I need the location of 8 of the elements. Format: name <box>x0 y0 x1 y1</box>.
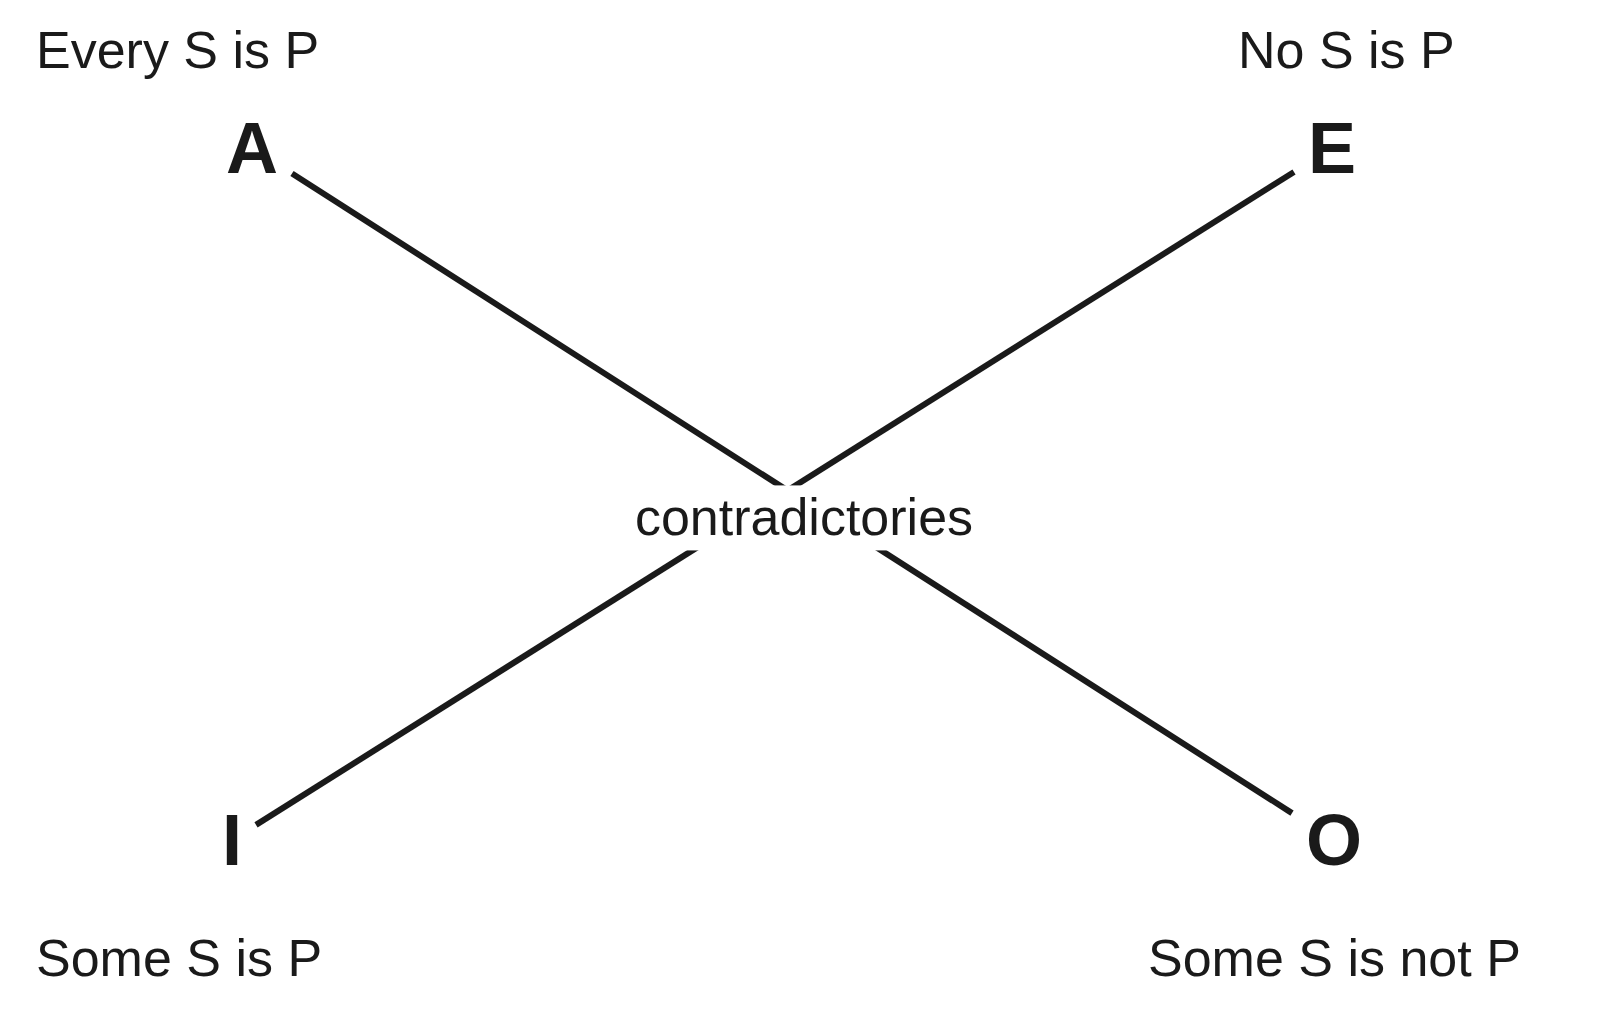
proposition-text: Some S is P <box>36 930 323 988</box>
proposition-letter: A <box>212 108 292 188</box>
proposition-letter: I <box>208 800 256 880</box>
proposition-text: Some S is not P <box>1148 930 1521 988</box>
proposition-letter: E <box>1294 108 1371 188</box>
proposition-text: No S is P <box>1238 22 1455 80</box>
proposition-text: Every S is P <box>36 22 320 80</box>
proposition-letter: O <box>1292 800 1376 880</box>
